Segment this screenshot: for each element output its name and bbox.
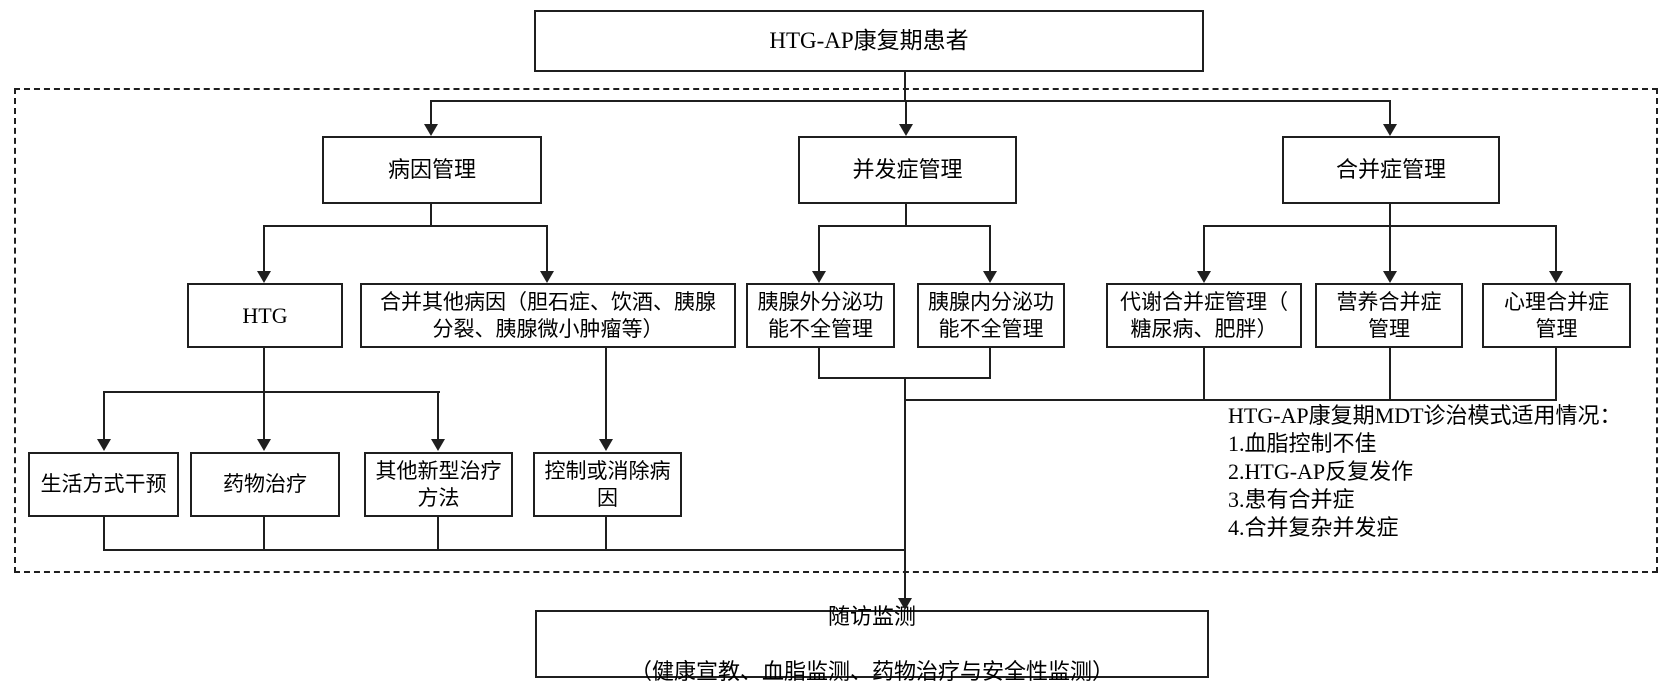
- connector-bottom-bus: [104, 549, 906, 551]
- connector-arrow-metabolic: [1203, 225, 1205, 272]
- arrowhead-comorbidity: [1383, 124, 1397, 136]
- arrowhead-medication: [257, 439, 271, 451]
- node-exocrine-insufficiency: 胰腺外分泌功 能不全管理: [746, 283, 895, 348]
- connector-arrow-psychology: [1555, 225, 1557, 272]
- arrowhead-complication: [899, 124, 913, 136]
- connector-arrow-nutrition: [1389, 225, 1391, 272]
- connector-arrow-exocrine: [818, 225, 820, 272]
- connector-arrow-complication: [905, 100, 907, 125]
- connector-etiology-stub: [430, 204, 432, 226]
- connector-metabolic-stub: [1203, 348, 1205, 401]
- node-lifestyle-intervention: 生活方式干预: [28, 452, 179, 517]
- followup-line1: 随访监测: [827, 603, 916, 629]
- connector-nutrition-stub: [1389, 348, 1391, 401]
- connector-complication-split: [819, 225, 991, 227]
- arrowhead-etiology: [424, 124, 438, 136]
- arrowhead-other-causes: [540, 271, 554, 283]
- arrowhead-novel: [431, 439, 445, 451]
- mdt-note-item-1: 1.血脂控制不佳: [1228, 431, 1377, 456]
- arrowhead-psychology: [1549, 271, 1563, 283]
- connector-exocrine-stub: [818, 348, 820, 379]
- connector-medication-stub: [263, 517, 265, 551]
- node-etiology-management: 病因管理: [322, 136, 542, 204]
- connector-endocrine-stub: [989, 348, 991, 379]
- node-followup-monitoring: 随访监测 （健康宣教、血脂监测、药物治疗与安全性监测）: [535, 604, 1209, 683]
- node-medication-therapy: 药物治疗: [190, 452, 340, 517]
- node-complication-management: 并发症管理: [798, 136, 1017, 204]
- followup-line2: （健康宣教、血脂监测、药物治疗与安全性监测）: [629, 658, 1114, 683]
- node-cause-control: 控制或消除病 因: [533, 452, 682, 517]
- node-psychology-comorbidity: 心理合并症 管理: [1482, 283, 1631, 348]
- connector-comorbidity-stub: [1389, 204, 1391, 226]
- node-htg: HTG: [187, 283, 343, 348]
- arrowhead-cause-control: [599, 439, 613, 451]
- connector-level1-split: [431, 100, 1391, 102]
- mdt-note-item-4: 4.合并复杂并发症: [1228, 515, 1399, 540]
- connector-etiology-split: [264, 225, 548, 227]
- connector-arrow-endocrine: [989, 225, 991, 272]
- node-nutrition-comorbidity: 营养合并症 管理: [1315, 283, 1463, 348]
- mdt-note-title: HTG-AP康复期MDT诊治模式适用情况：: [1228, 403, 1622, 428]
- connector-complication-stub: [905, 204, 907, 226]
- mdt-note-item-2: 2.HTG-AP反复发作: [1228, 459, 1414, 484]
- node-endocrine-insufficiency: 胰腺内分泌功 能不全管理: [917, 283, 1065, 348]
- connector-main-axis: [904, 377, 906, 599]
- connector-arrow-novel: [437, 391, 439, 440]
- arrowhead-exocrine: [812, 271, 826, 283]
- node-other-causes: 合并其他病因（胆石症、饮酒、胰腺 分裂、胰腺微小肿瘤等）: [360, 283, 736, 348]
- connector-arrow-lifestyle: [103, 391, 105, 440]
- connector-htg-stub: [263, 348, 265, 392]
- node-comorbidity-management: 合并症管理: [1282, 136, 1500, 204]
- connector-root-stub: [904, 72, 906, 101]
- followup-label: 随访监测 （健康宣教、血脂监测、药物治疗与安全性监测）: [630, 575, 1114, 683]
- connector-comorbidity-bus: [905, 399, 1557, 401]
- node-metabolic-comorbidity: 代谢合并症管理（ 糖尿病、肥胖）: [1106, 283, 1302, 348]
- connector-comorbidity-split: [1204, 225, 1557, 227]
- connector-htg-split: [104, 391, 440, 393]
- connector-cause-control-stub: [605, 517, 607, 551]
- connector-novel-stub: [437, 517, 439, 551]
- connector-arrow-cause-control: [605, 348, 607, 440]
- node-root: HTG-AP康复期患者: [534, 10, 1204, 72]
- mdt-note: HTG-AP康复期MDT诊治模式适用情况： 1.血脂控制不佳 2.HTG-AP反…: [1228, 402, 1668, 542]
- arrowhead-followup: [898, 598, 912, 610]
- node-novel-therapy: 其他新型治疗 方法: [364, 452, 513, 517]
- connector-lifestyle-stub: [103, 517, 105, 551]
- connector-arrow-other-causes: [546, 225, 548, 272]
- arrowhead-lifestyle: [97, 439, 111, 451]
- arrowhead-htg: [257, 271, 271, 283]
- mdt-note-item-3: 3.患有合并症: [1228, 487, 1355, 512]
- connector-arrow-etiology: [430, 100, 432, 125]
- connector-arrow-medication: [263, 391, 265, 440]
- connector-psychology-stub: [1555, 348, 1557, 401]
- mdt-scope-dashed-border: [14, 88, 1658, 573]
- arrowhead-nutrition: [1383, 271, 1397, 283]
- arrowhead-endocrine: [983, 271, 997, 283]
- arrowhead-metabolic: [1197, 271, 1211, 283]
- connector-arrow-htg: [263, 225, 265, 272]
- connector-arrow-comorbidity: [1389, 100, 1391, 125]
